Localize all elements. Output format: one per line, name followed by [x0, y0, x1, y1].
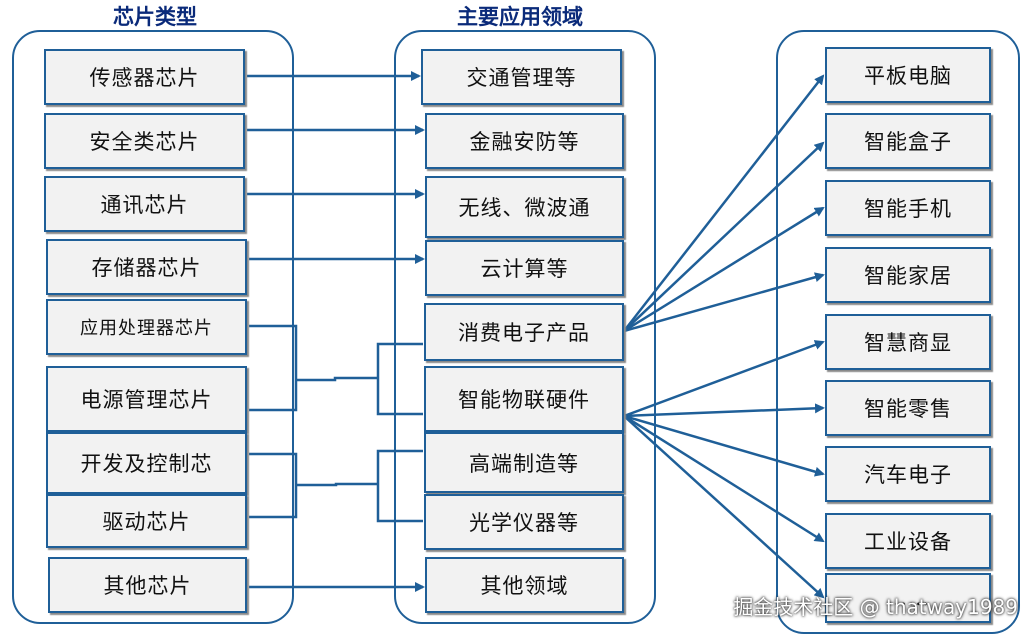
app-box-optical-instruments: 光学仪器等	[424, 494, 624, 550]
app-box-other-fields: 其他领域	[425, 557, 624, 613]
chip-box-storage: 存储器芯片	[46, 239, 247, 295]
bridge-lower	[296, 482, 378, 487]
product-box-auto-electronics: 汽车电子	[825, 446, 991, 502]
app-box-wireless: 无线、微波通	[425, 176, 624, 238]
app-box-finance: 金融安防等	[425, 113, 624, 169]
chip-box-driver: 驱动芯片	[46, 494, 247, 548]
product-box-smart-retail: 智能零售	[825, 380, 991, 436]
product-box-tablet: 平板电脑	[825, 47, 991, 103]
app-box-traffic: 交通管理等	[421, 49, 622, 105]
app-box-high-end-manufacturing: 高端制造等	[424, 432, 624, 493]
app-box-consumer-electronics: 消费电子产品	[424, 303, 624, 361]
product-box-smart-home: 智能家居	[825, 247, 991, 303]
chip-box-power-management: 电源管理芯片	[46, 366, 247, 432]
watermark: 掘金技术社区 @ thatway1989	[733, 595, 1018, 619]
chip-box-app-processor: 应用处理器芯片	[46, 299, 247, 355]
product-box-more: ……	[825, 573, 991, 623]
chip-box-communication: 通讯芯片	[44, 176, 245, 232]
applications-title: 主要应用领域	[457, 5, 583, 29]
product-box-smartphone: 智能手机	[825, 180, 991, 236]
chip-box-sensor: 传感器芯片	[44, 49, 245, 105]
app-box-cloud: 云计算等	[425, 240, 624, 296]
product-box-industrial-equipment: 工业设备	[825, 513, 991, 569]
chip-box-other: 其他芯片	[48, 557, 247, 613]
app-box-iot-hardware: 智能物联硬件	[424, 366, 624, 432]
product-box-smart-box: 智能盒子	[825, 113, 991, 169]
bridge-upper	[296, 376, 378, 382]
chip-box-security: 安全类芯片	[44, 113, 245, 169]
chip-box-dev-control: 开发及控制芯	[46, 432, 247, 494]
product-box-smart-display: 智慧商显	[825, 314, 991, 370]
chip-types-title: 芯片类型	[113, 5, 197, 29]
